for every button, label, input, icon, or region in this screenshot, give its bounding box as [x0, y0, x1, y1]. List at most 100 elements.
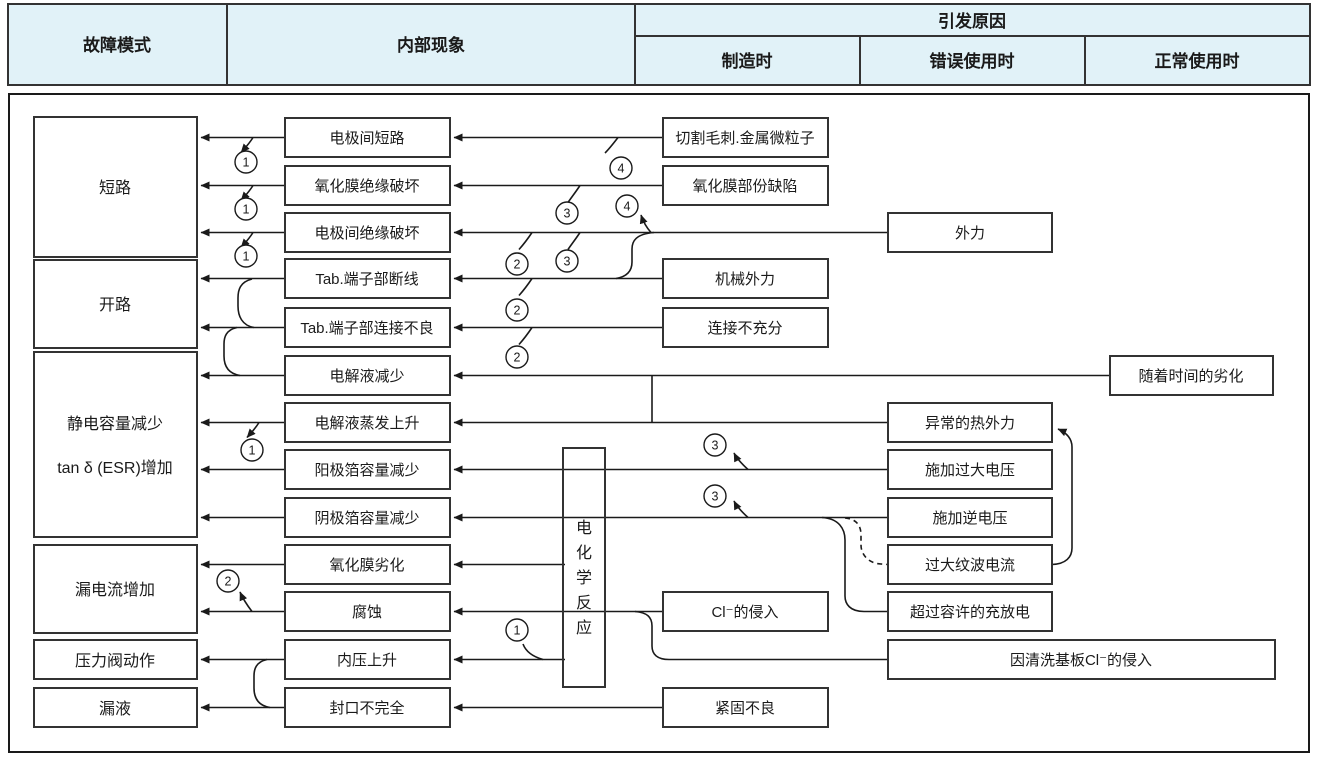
connector-branches	[223, 231, 1073, 709]
header-cell-internal	[226, 3, 636, 86]
header-label-fault-mode: 故障模式	[83, 35, 151, 55]
svg-text:腐蚀: 腐蚀	[352, 603, 382, 621]
cause-box: 机械外力	[662, 258, 829, 299]
svg-text:切割毛刺.金属微粒子: 切割毛刺.金属微粒子	[675, 130, 814, 147]
circled-number: 4	[615, 194, 639, 218]
phenomenon-box: 阳极箔容量减少	[284, 449, 451, 490]
fault-mode-box-capacitance-decrease: 静电容量减少 tan δ (ESR)增加	[33, 351, 198, 538]
circled-number: 1	[234, 244, 258, 268]
svg-text:电解液减少: 电解液减少	[329, 368, 404, 385]
svg-text:2: 2	[514, 351, 521, 365]
circled-number: 2	[505, 298, 529, 322]
connector-lines-left	[200, 133, 285, 712]
svg-text:1: 1	[243, 203, 250, 217]
phenomenon-box: 内压上升	[284, 639, 451, 680]
fault-mode-box-liquid-leak: 漏液	[33, 687, 198, 728]
phenomenon-box: 封口不完全	[284, 687, 451, 728]
svg-text:氧化膜部份缺陷: 氧化膜部份缺陷	[692, 178, 797, 195]
svg-text:1: 1	[249, 444, 256, 458]
phenomenon-box: 电解液减少	[284, 355, 451, 396]
svg-text:过大纹波电流: 过大纹波电流	[925, 557, 1015, 574]
circled-number: 4	[609, 156, 633, 180]
svg-text:应: 应	[576, 618, 592, 637]
svg-text:氧化膜绝缘破坏: 氧化膜绝缘破坏	[314, 178, 419, 195]
connector-jump-tails	[239, 137, 749, 661]
cause-box: 因清洗基板Cl⁻的侵入	[887, 639, 1276, 680]
svg-text:因清洗基板Cl⁻的侵入: 因清洗基板Cl⁻的侵入	[1010, 651, 1152, 669]
table-header: 故障模式 内部现象 引发原因 制造时 错误使用时 正常使用时	[7, 3, 1311, 86]
header-label-mfg: 制造时	[722, 51, 773, 71]
svg-text:1: 1	[243, 250, 250, 264]
cause-box: 连接不充分	[662, 307, 829, 348]
cause-box: Cl⁻的侵入	[662, 591, 829, 632]
svg-text:内压上升: 内压上升	[337, 652, 397, 669]
circled-number: 1	[234, 150, 258, 174]
circled-number: 3	[703, 484, 727, 508]
fault-mode-label: 静电容量减少	[67, 415, 163, 433]
svg-text:4: 4	[624, 200, 631, 214]
circled-number: 1	[240, 438, 264, 462]
svg-text:阴极箔容量减少: 阴极箔容量减少	[314, 510, 419, 527]
cause-box: 外力	[887, 212, 1053, 253]
header-label-misuse: 错误使用时	[930, 51, 1015, 71]
header-cell-fault-mode	[7, 3, 228, 86]
phenomenon-box: 电解液蒸发上升	[284, 402, 451, 443]
cause-box: 过大纹波电流	[887, 544, 1053, 585]
phenomenon-box: 氧化膜劣化	[284, 544, 451, 585]
electrochemical-reaction-box: 电 化 学 反 应	[562, 447, 606, 688]
svg-text:机械外力: 机械外力	[715, 271, 775, 288]
svg-text:随着时间的劣化: 随着时间的劣化	[1138, 368, 1243, 385]
header-cell-misuse	[859, 35, 1086, 86]
phenomenon-boxes: 电极间短路 氧化膜绝缘破坏 电极间绝缘破坏 Tab.端子部断线 Tab.端子部连…	[284, 117, 451, 728]
svg-text:电: 电	[576, 519, 592, 537]
svg-text:阳极箔容量减少: 阳极箔容量减少	[314, 462, 419, 479]
svg-text:连接不充分: 连接不充分	[707, 320, 782, 337]
phenomenon-box: 阴极箔容量减少	[284, 497, 451, 538]
fault-mode-box-short-circuit: 短路	[33, 116, 198, 258]
fault-mode-box-pressure-valve: 压力阀动作	[33, 639, 198, 680]
cause-box: 随着时间的劣化	[1109, 355, 1274, 396]
fault-mode-box-open-circuit: 开路	[33, 259, 198, 349]
circled-number: 2	[505, 252, 529, 276]
svg-text:封口不完全: 封口不完全	[329, 699, 404, 717]
header-cell-normal	[1084, 35, 1311, 86]
diagram-border	[8, 93, 1310, 753]
cause-box: 施加逆电压	[887, 497, 1053, 538]
cause-boxes: 切割毛刺.金属微粒子 氧化膜部份缺陷 外力 机械外力 连接不充分 随着时间的劣化…	[662, 117, 1276, 728]
cause-box: 异常的热外力	[887, 402, 1053, 443]
svg-text:电极间绝缘破坏: 电极间绝缘破坏	[314, 225, 419, 242]
svg-text:氧化膜劣化: 氧化膜劣化	[329, 557, 404, 574]
svg-text:1: 1	[514, 624, 521, 638]
svg-text:3: 3	[564, 207, 571, 221]
fault-mode-box-leak-current: 漏电流增加	[33, 544, 198, 634]
svg-text:化: 化	[576, 544, 592, 562]
connector-lines-right	[453, 133, 1110, 712]
svg-text:2: 2	[225, 575, 232, 589]
cause-box: 紧固不良	[662, 687, 829, 728]
fault-mode-label: 漏液	[99, 700, 131, 718]
svg-text:学: 学	[576, 569, 592, 587]
cause-box: 切割毛刺.金属微粒子	[662, 117, 829, 158]
svg-text:反: 反	[576, 594, 592, 612]
header-label-internal: 内部现象	[397, 35, 465, 55]
phenomenon-box: 电极间绝缘破坏	[284, 212, 451, 253]
header-label-normal: 正常使用时	[1155, 51, 1240, 71]
svg-text:Tab.端子部断线: Tab.端子部断线	[315, 271, 418, 288]
svg-text:电解液蒸发上升: 电解液蒸发上升	[314, 415, 419, 432]
fault-mode-label: 开路	[99, 296, 131, 314]
svg-text:超过容许的充放电: 超过容许的充放电	[910, 604, 1030, 621]
phenomenon-box: 氧化膜绝缘破坏	[284, 165, 451, 206]
svg-text:2: 2	[514, 258, 521, 272]
circled-number-annotations: 1 1 1 1 1 2 2 2 2 3 3 3 3 4 4	[216, 150, 727, 642]
svg-text:异常的热外力: 异常的热外力	[925, 415, 1015, 432]
cause-box: 施加过大电压	[887, 449, 1053, 490]
svg-text:3: 3	[712, 439, 719, 453]
phenomenon-box: Tab.端子部断线	[284, 258, 451, 299]
svg-text:电极间短路: 电极间短路	[329, 130, 404, 147]
phenomenon-box: Tab.端子部连接不良	[284, 307, 451, 348]
cause-box: 超过容许的充放电	[887, 591, 1053, 632]
circled-number: 2	[216, 569, 240, 593]
circled-number: 1	[505, 618, 529, 642]
fault-mode-label-line2: tan δ (ESR)增加	[57, 459, 173, 477]
